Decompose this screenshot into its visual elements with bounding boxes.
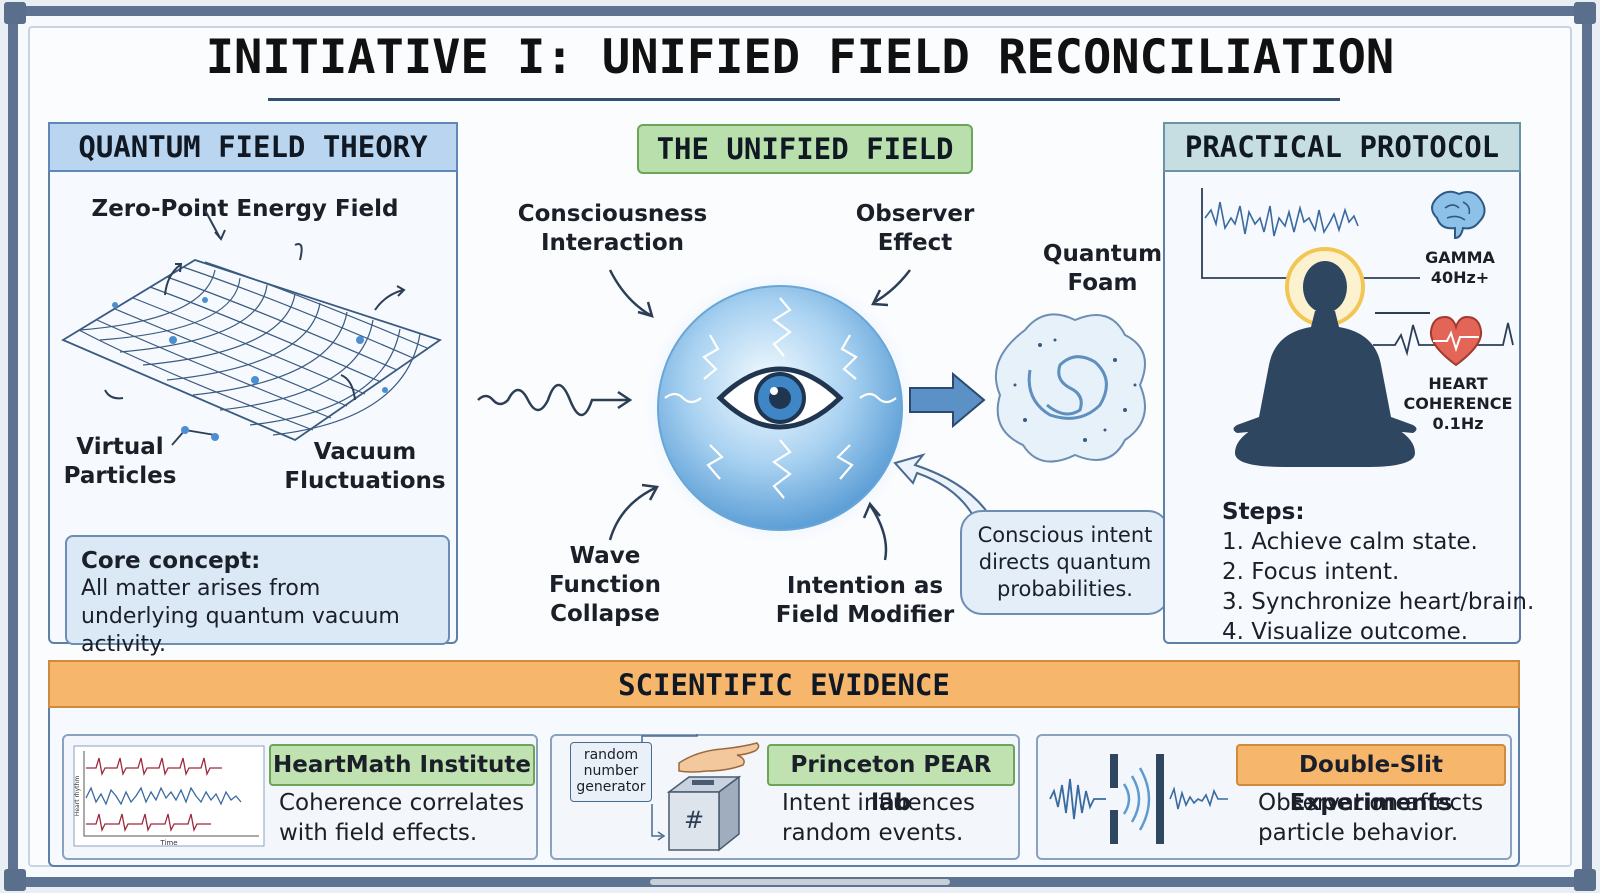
wave-function-collapse-label: Wave Function Collapse (548, 543, 661, 627)
zero-point-label: Zero-Point Energy Field (91, 196, 399, 222)
intent-pointer-arrow (893, 453, 997, 532)
frame-corner (4, 869, 26, 891)
evidence-card-heartmath: HeartMath Institute Coherence correlates… (62, 734, 538, 860)
step-item: 1. Achieve calm state. (1222, 529, 1478, 555)
heart-rhythm-chart: Time Heart rhythm (73, 745, 265, 847)
meditation-silhouette (1233, 247, 1430, 467)
qft-header: QUANTUM FIELD THEORY (48, 122, 458, 172)
protocol-header: PRACTICAL PROTOCOL (1163, 122, 1521, 172)
flow-arrow (909, 371, 986, 429)
heart-icon (1429, 315, 1483, 367)
energy-field-grid (61, 209, 443, 442)
intention-modifier-label: Intention as Field Modifier (775, 573, 955, 628)
rng-box-symbol: # (684, 806, 704, 834)
arrows-to-sphere (608, 269, 911, 561)
heart-ecg-trace (1373, 322, 1514, 357)
incoming-wave (477, 383, 633, 417)
quantum-foam-cloud (994, 313, 1146, 463)
rng-flow-arrows (641, 734, 698, 841)
intent-speech-bubble: Conscious intent directs quantum probabi… (960, 510, 1170, 615)
step-item: 3. Synchronize heart/brain. (1222, 589, 1535, 615)
double-slit-diagram (1049, 754, 1228, 844)
gamma-label: GAMMA 40Hz+ (1425, 248, 1495, 287)
pear-text: Intent influences random events. (782, 790, 975, 846)
heartmath-text: Coherence correlates with field effects. (279, 790, 525, 846)
frame-corner (1574, 2, 1596, 24)
virtual-particles-pointer (171, 426, 219, 446)
double-slit-text: Observation affects particle behavior. (1258, 790, 1484, 846)
chart-x-label: Time (159, 839, 177, 847)
hand-icon (678, 742, 760, 773)
eye-icon (716, 366, 844, 430)
double-slit-tag: Double-Slit Experiments (1236, 744, 1506, 816)
steps-title: Steps: (1222, 499, 1305, 525)
rng-box: # (666, 775, 742, 852)
page-title: INITIATIVE I: UNIFIED FIELD RECONCILIATI… (205, 30, 1395, 85)
vacuum-fluctuations-label: Vacuum Fluctuations (284, 439, 446, 494)
consciousness-interaction-label: Consciousness Interaction (517, 201, 708, 256)
heartmath-tag: HeartMath Institute (269, 744, 535, 786)
unified-field-sphere (642, 270, 918, 546)
evidence-card-pear: Princeton PEAR lab Intent influences ran… (550, 734, 1020, 860)
core-concept-title: Core concept: (81, 548, 261, 574)
evidence-card-double-slit: Double-Slit Experiments Observation affe… (1036, 734, 1512, 860)
frame-corner (1574, 869, 1596, 891)
quantum-foam-label: Quantum Foam (1042, 241, 1163, 296)
core-concept-text: All matter arises from underlying quantu… (81, 576, 400, 657)
virtual-particles-label: Virtual Particles (63, 434, 177, 489)
step-item: 4. Visualize outcome. (1222, 619, 1469, 645)
unified-field-header: THE UNIFIED FIELD (637, 124, 973, 174)
rng-label: random number generator (570, 742, 652, 802)
brain-icon (1431, 190, 1486, 240)
protocol-steps: Steps: 1. Achieve calm state. 2. Focus i… (1222, 497, 1542, 647)
marker-tray (650, 879, 950, 885)
evidence-header: SCIENTIFIC EVIDENCE (48, 660, 1520, 708)
step-item: 2. Focus intent. (1222, 559, 1400, 585)
title-underline (268, 98, 1340, 101)
heart-coherence-label: HEART COHERENCE 0.1Hz (1403, 374, 1513, 433)
core-concept-box: Core concept: All matter arises from und… (65, 535, 450, 657)
observer-effect-label: Observer Effect (855, 201, 975, 256)
pear-tag: Princeton PEAR lab (767, 744, 1015, 816)
chart-y-label: Heart rhythm (74, 776, 81, 816)
frame-corner (4, 2, 26, 24)
